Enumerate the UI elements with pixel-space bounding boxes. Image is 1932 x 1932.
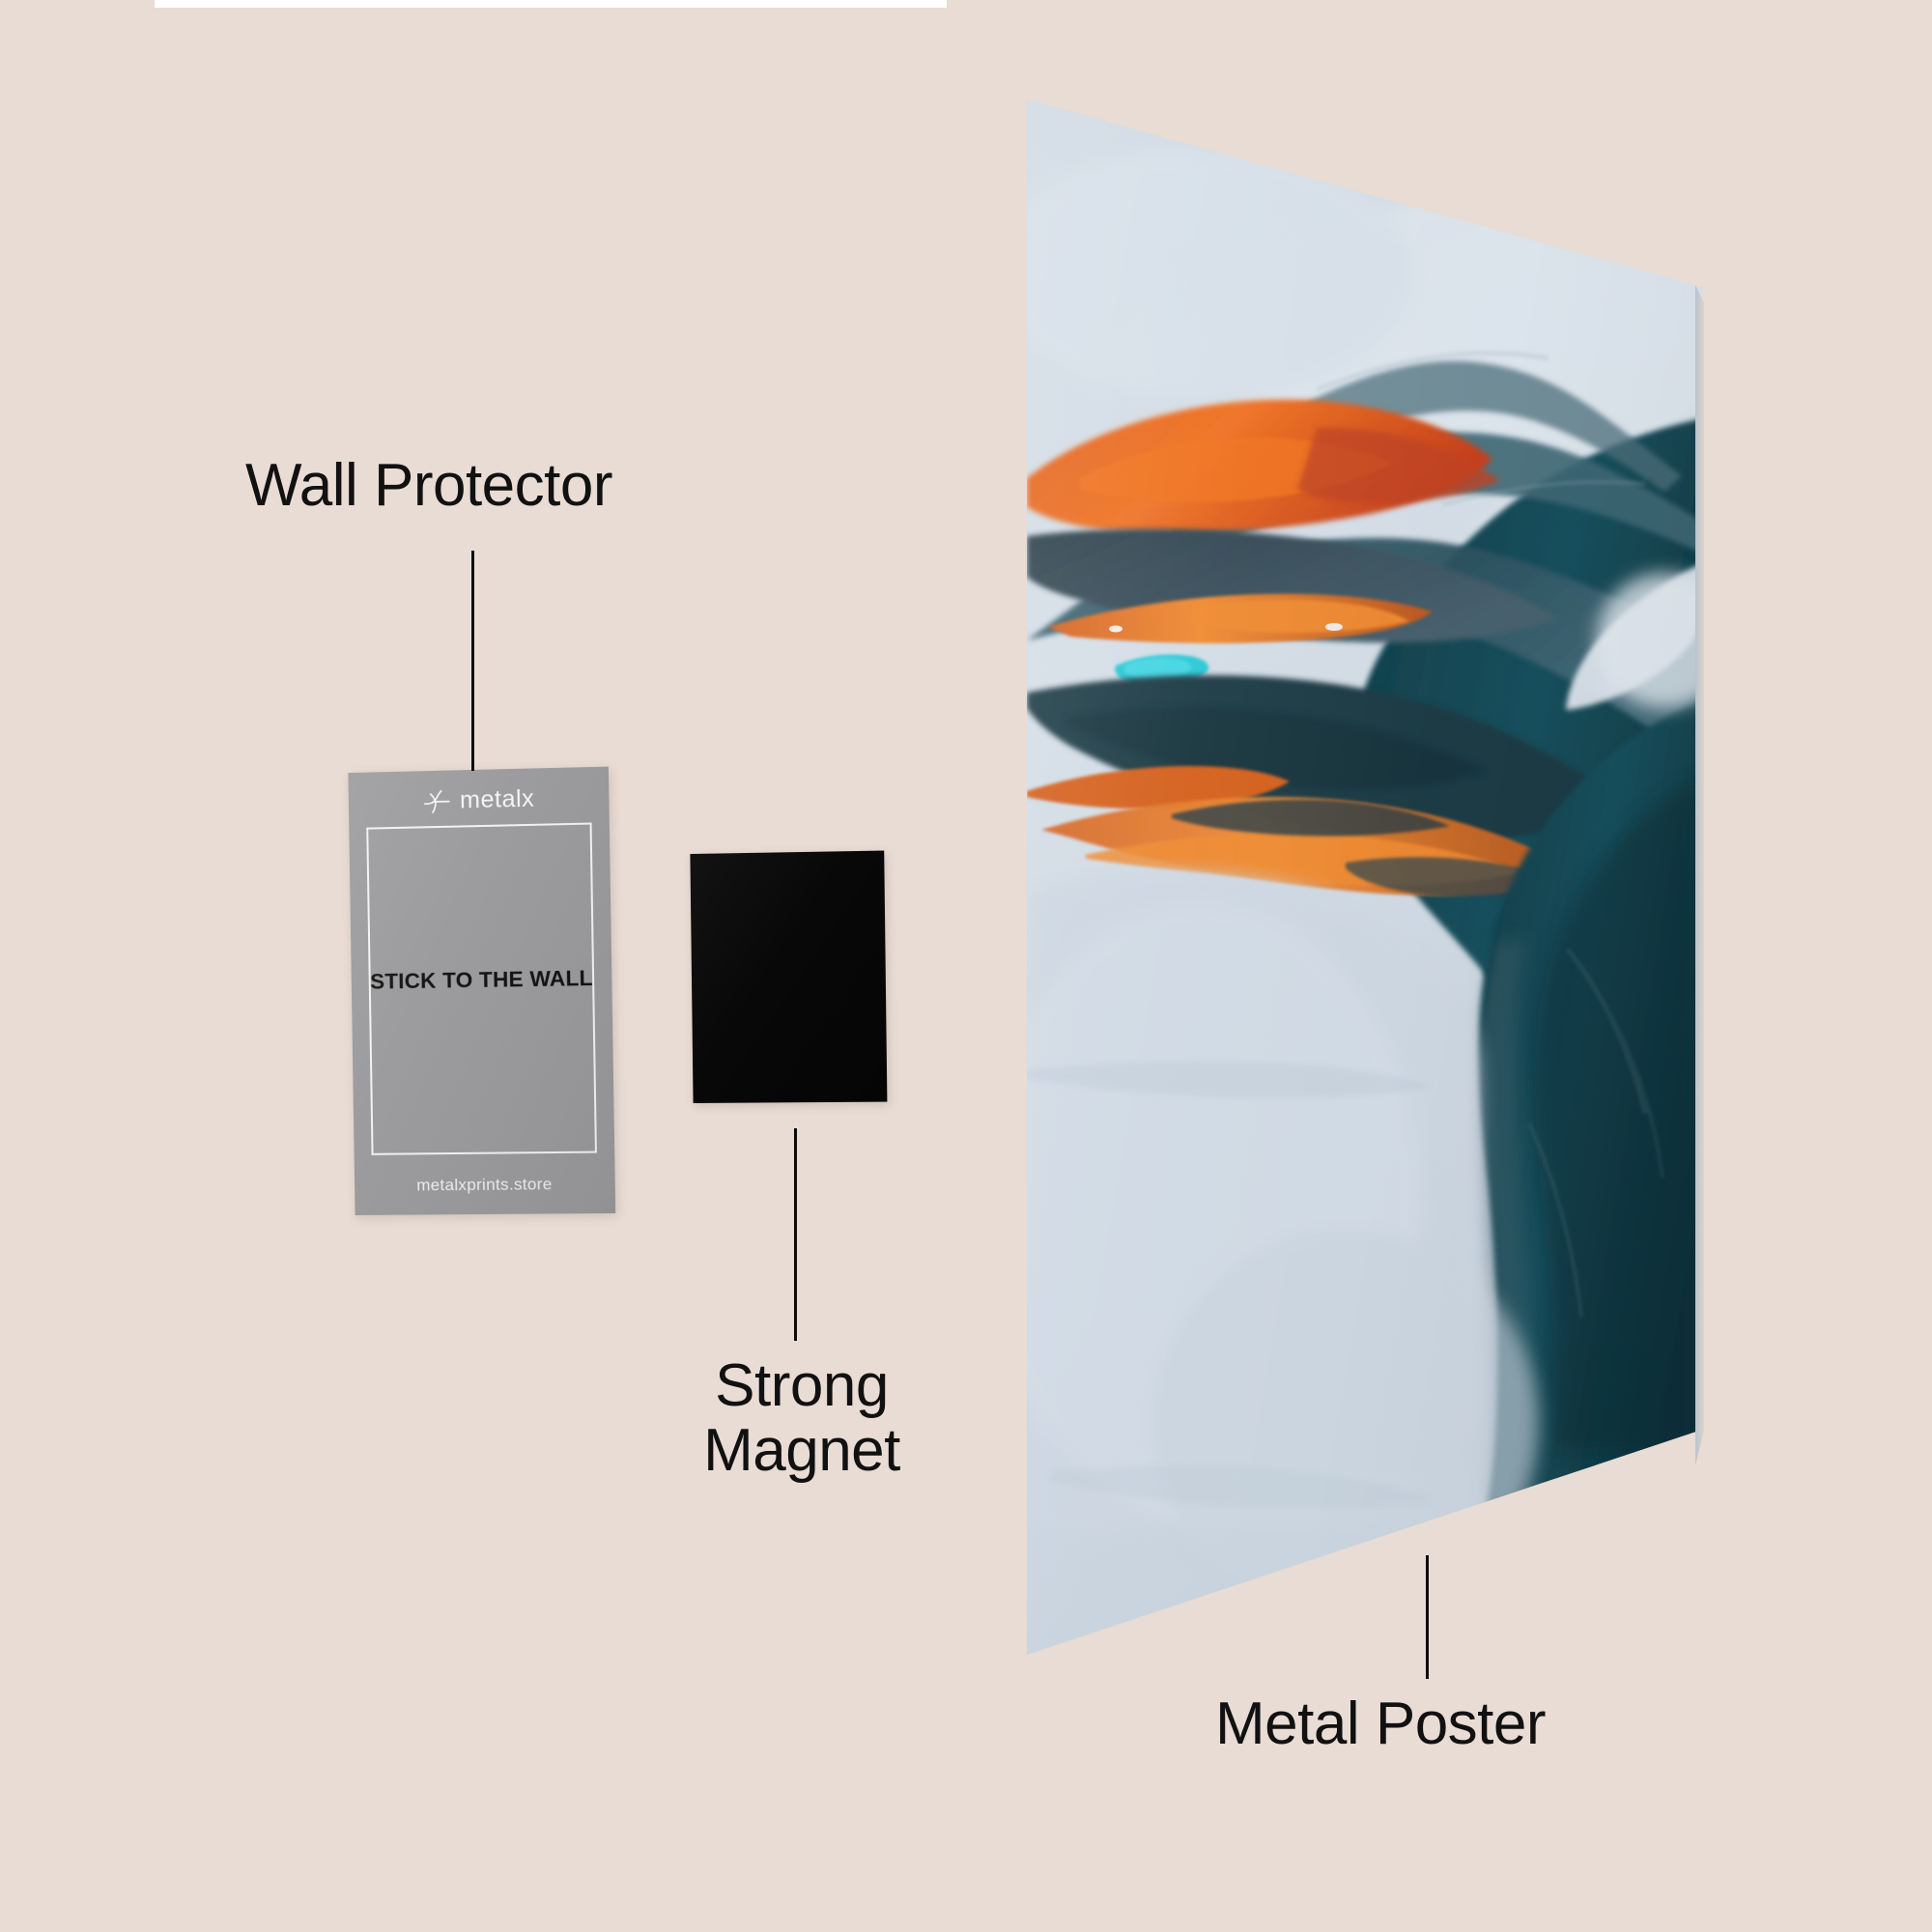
card-headline: STICK TO THE WALL <box>369 965 593 994</box>
leader-line-metal-poster <box>1426 1555 1429 1679</box>
brand-name-text: metalx <box>459 784 535 814</box>
brand-logo: metalx <box>349 783 610 817</box>
callout-label-metal-poster: Metal Poster <box>1215 1690 1547 1757</box>
wall-protector-card[interactable]: metalx STICK TO THE WALL metalxprints.st… <box>348 766 616 1216</box>
leader-line-strong-magnet <box>794 1128 797 1341</box>
callout-label-wall-protector: Wall Protector <box>245 452 613 519</box>
metal-poster-panel[interactable] <box>1027 99 1703 1655</box>
card-store-url: metalxprints.store <box>416 1175 553 1195</box>
cross-mark-icon <box>422 788 451 814</box>
callout-label-strong-magnet: Strong Magnet <box>703 1352 900 1484</box>
poster-side-edge <box>1695 285 1704 1465</box>
top-white-strip <box>155 0 947 8</box>
leader-line-wall-protector <box>471 551 474 771</box>
strong-magnet-square[interactable] <box>690 850 888 1103</box>
poster-artwork <box>1027 99 1703 1655</box>
